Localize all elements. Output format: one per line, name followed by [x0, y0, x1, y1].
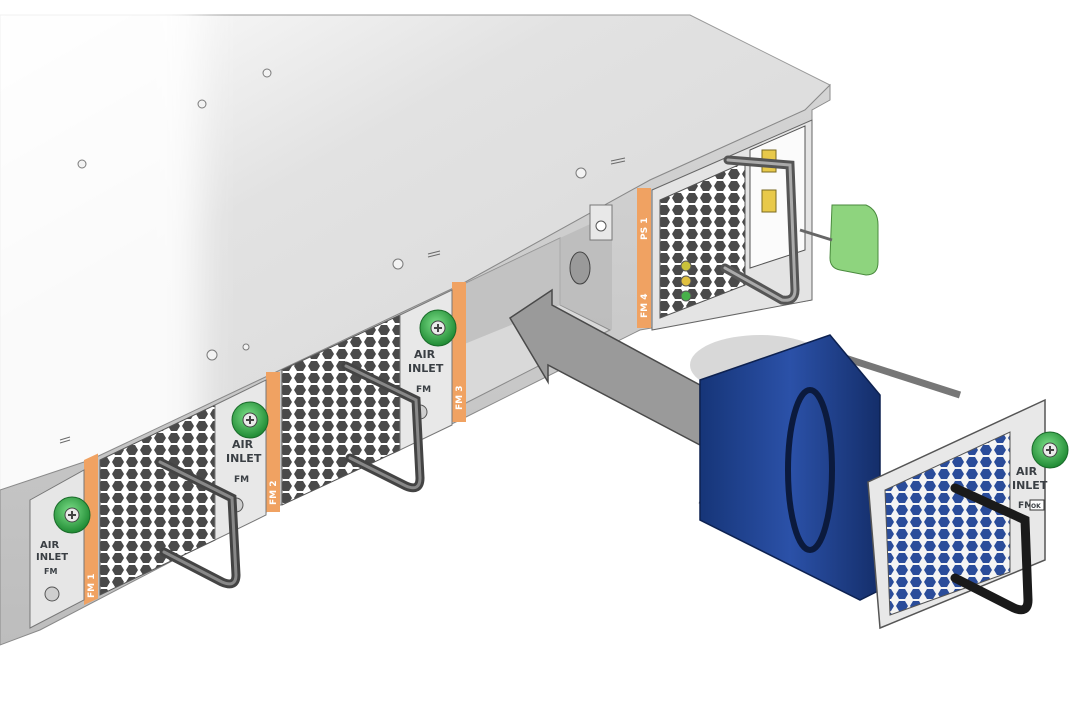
fan-module-fm2: AIR INLET FM: [99, 379, 269, 596]
fm3-label-air: AIR: [414, 348, 436, 361]
slot-ps1: [637, 188, 651, 258]
psu-inlet-pin: [761, 189, 777, 213]
thumbscrew-icon[interactable]: [53, 496, 91, 534]
bay-connector: [569, 251, 591, 285]
empty-fan-bay-shadow: [462, 214, 612, 345]
fan-module-fm3: AIR INLET FM: [281, 289, 457, 506]
slot-labels: FM 1 FM 2 FM 3 PS 1 FM 4: [87, 218, 650, 598]
fm2-label-fm: FM: [234, 475, 249, 485]
bay-bracket-hole: [595, 220, 607, 232]
fan-label-ok: OK: [1031, 503, 1041, 510]
slot-label-fm2: FM 2: [269, 481, 279, 506]
fm1-led: [44, 586, 60, 602]
removed-fan-module[interactable]: AIR INLET FM OK: [690, 334, 1069, 630]
fm3-label-fm: FM: [416, 385, 431, 395]
fm1-label-fm: FM: [44, 567, 57, 576]
fan-label-inlet: INLET: [1012, 479, 1048, 492]
fan-module-fm1: AIR INLET FM: [29, 469, 91, 629]
slot-fm2: [266, 372, 280, 512]
fan-label-air: AIR: [1016, 465, 1038, 478]
warning-indicator-icon: [680, 275, 692, 287]
psu-latch[interactable]: [829, 204, 879, 276]
fan-label-fm: FM: [1018, 501, 1033, 511]
slot-label-fm3: FM 3: [455, 386, 465, 411]
fan-handle[interactable]: [950, 483, 1033, 615]
fm3-label-inlet: INLET: [408, 362, 444, 375]
slot-label-fm1: FM 1: [87, 574, 97, 599]
thumbscrew-icon[interactable]: [419, 309, 457, 347]
slot-fm4: [637, 258, 651, 328]
fan-ok-indicator: [1029, 499, 1045, 511]
thumbscrew-icon[interactable]: [231, 401, 269, 439]
fan-front-grille: [884, 431, 1011, 616]
chassis-vents: [59, 157, 626, 444]
slot-label-fm4: FM 4: [640, 294, 650, 319]
fm2-label-inlet: INLET: [226, 452, 262, 465]
ac-indicator-icon: [680, 290, 692, 302]
ok-indicator-icon: [680, 260, 692, 272]
fm2-label-air: AIR: [232, 438, 254, 451]
thumbscrew-icon[interactable]: [1031, 431, 1069, 469]
power-supply-module: [651, 119, 879, 331]
psu-status-leds: [680, 260, 692, 302]
fan-band: [785, 387, 835, 553]
slot-fm3: [452, 282, 466, 422]
fm1-label-air: AIR: [40, 540, 59, 551]
slot-strips: [84, 188, 651, 605]
slot-label-ps1: PS 1: [640, 218, 650, 240]
slot-fm1: [84, 453, 98, 605]
fm1-label-inlet: INLET: [36, 552, 68, 563]
